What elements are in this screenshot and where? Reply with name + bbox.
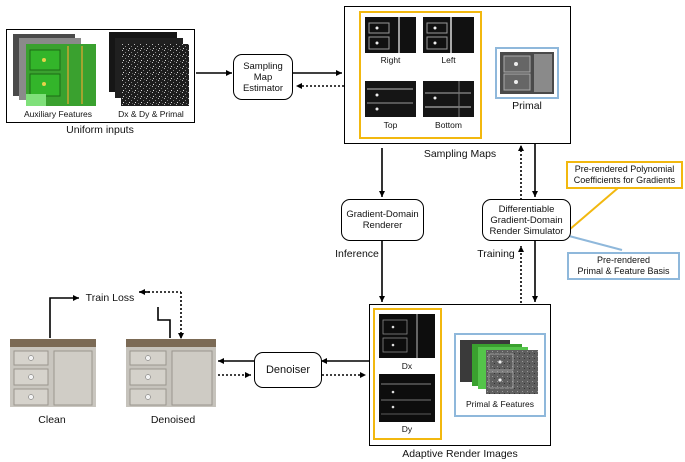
sampling-maps-caption: Sampling Maps [423, 148, 497, 160]
note-primal-feature-basis: Pre-rendered Primal & Feature Basis [567, 252, 680, 280]
sampling-map-bottom-image [423, 81, 474, 117]
adaptive-render-caption: Adaptive Render Images [402, 448, 518, 460]
adaptive-dx-label: Dx [401, 361, 413, 371]
sampling-map-top-image [365, 81, 416, 117]
adaptive-dx-image [379, 314, 435, 358]
arrow-denoised-to-loss [157, 307, 171, 338]
sampling-maps-gradient-group: Right Left Top [359, 11, 482, 139]
adaptive-primal-image [486, 350, 538, 394]
uniform-inputs-caption: Uniform inputs [66, 124, 134, 136]
train-loss-label: Train Loss [85, 292, 135, 304]
inference-label: Inference [335, 248, 379, 260]
training-label: Training [477, 248, 515, 260]
sampling-map-primal-label: Primal [512, 100, 542, 112]
denoiser[interactable]: Denoiser [254, 352, 322, 388]
sampling-map-left-image [423, 17, 474, 53]
note-polynomial-coefficients: Pre-rendered Polynomial Coefficients for… [566, 161, 683, 189]
aux-feature-image-green [26, 44, 96, 106]
clean-label: Clean [38, 414, 66, 426]
sampling-map-left-label: Left [441, 55, 456, 65]
denoised-image [126, 339, 216, 407]
adaptive-render-images-box: Dx Dy [369, 304, 551, 446]
sampling-map-estimator[interactable]: Sampling Map Estimator [233, 54, 293, 100]
sampling-map-top-label: Top [383, 120, 398, 130]
sampling-map-right-image [365, 17, 416, 53]
arrow-denoised-to-loss-head [140, 304, 170, 338]
adaptive-dy-image [379, 374, 435, 422]
arrow-clean-to-loss [49, 295, 79, 338]
yellow-annotation-line [568, 187, 619, 231]
aux-features-label: Auxiliary Features [23, 109, 93, 119]
denoised-label: Denoised [150, 414, 196, 426]
uniform-inputs-box: Auxiliary Features Dx & Dy & Primal [6, 29, 195, 123]
sampling-map-bottom-label: Bottom [435, 120, 462, 130]
sampling-map-primal-frame [495, 47, 559, 99]
gradient-domain-renderer[interactable]: Gradient-Domain Renderer [341, 199, 424, 241]
sampling-map-right-label: Right [380, 55, 401, 65]
noisy-primal-image [121, 44, 189, 106]
adaptive-primal-features-label: Primal & Features [465, 399, 535, 409]
clean-image [10, 339, 96, 407]
sampling-maps-box: Right Left Top [344, 6, 571, 144]
sampling-map-primal-image [500, 52, 554, 94]
adaptive-dy-label: Dy [401, 424, 413, 434]
adaptive-primal-features-group: Primal & Features [454, 333, 546, 417]
adaptive-gradient-group: Dx Dy [373, 308, 442, 440]
dx-dy-primal-label: Dx & Dy & Primal [118, 109, 184, 119]
differentiable-render-simulator[interactable]: Differentiable Gradient-Domain Render Si… [482, 199, 571, 241]
blue-annotation-line [568, 235, 623, 251]
